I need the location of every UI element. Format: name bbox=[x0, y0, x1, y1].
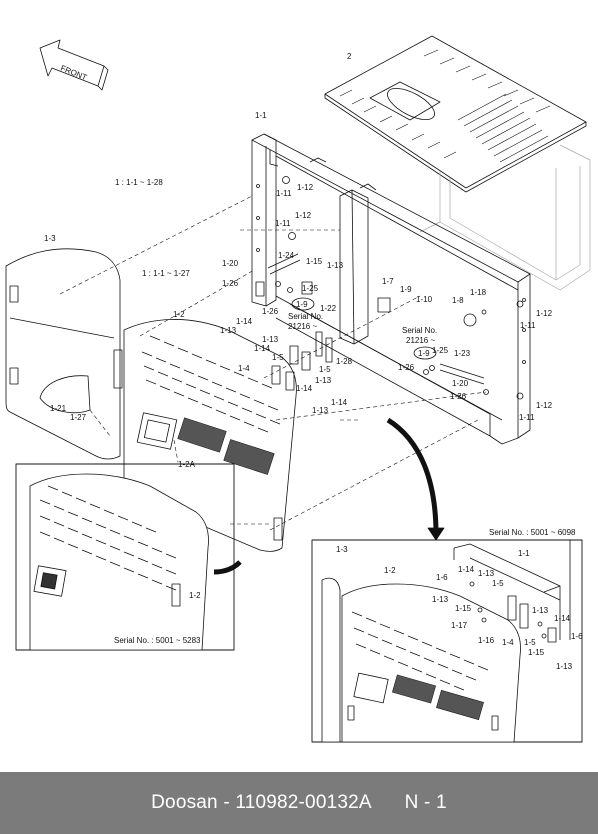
part-label: 1-13 bbox=[312, 406, 329, 415]
footer-spacer bbox=[372, 792, 405, 814]
part-label: 1-13 bbox=[327, 261, 344, 270]
serial-note: 1 : 1-1 ~ 1-27 bbox=[142, 269, 190, 278]
part-label: 1-13 bbox=[220, 326, 237, 335]
inset-arrow-left bbox=[213, 560, 242, 575]
part-label: 1-5 bbox=[272, 353, 284, 362]
part-labels: FRONT 1 : 1-1 ~ 1-28 1 : 1-1 ~ 1-27 Seri… bbox=[44, 52, 583, 671]
part-label: 1-6 bbox=[571, 632, 583, 641]
callout-circle bbox=[291, 297, 315, 311]
part-label: 1-14 bbox=[296, 384, 313, 393]
part-label: 1-14 bbox=[236, 317, 253, 326]
callout-circle bbox=[413, 346, 437, 360]
part-label: 1-4 bbox=[238, 364, 250, 373]
part-label: 1-5 bbox=[524, 638, 536, 647]
part-label: 1-21 bbox=[50, 404, 67, 413]
footer-part-number: 110982-00132A bbox=[235, 792, 372, 813]
inset-box-right bbox=[311, 539, 583, 743]
part-label: 1-13 bbox=[432, 595, 449, 604]
part-label: 1-13 bbox=[262, 335, 279, 344]
part-label: 1-14 bbox=[554, 614, 571, 623]
serial-note: Serial No. bbox=[402, 326, 437, 335]
callout-label: 1-9 bbox=[418, 349, 430, 358]
part-label: 1-2 bbox=[384, 566, 396, 575]
part-label: 1-4 bbox=[502, 638, 514, 647]
part-label: 2 bbox=[347, 52, 352, 61]
footer-page-label: N - 1 bbox=[404, 792, 447, 813]
inset-box-left bbox=[15, 463, 235, 651]
rear-frame-outline bbox=[419, 144, 591, 291]
part-label: 1-14 bbox=[331, 398, 348, 407]
arrow-head-icon bbox=[427, 527, 445, 541]
part-label: 1-2A bbox=[178, 460, 196, 469]
part-label: 1-12 bbox=[297, 183, 314, 192]
part-label: 1-11 bbox=[519, 413, 535, 422]
part-label: 1-13 bbox=[478, 569, 495, 578]
part-label: 1-16 bbox=[478, 636, 495, 645]
inset-arrow-right bbox=[386, 417, 439, 535]
part-label: 1-10 bbox=[416, 295, 433, 304]
part-label: 1-23 bbox=[454, 349, 471, 358]
part-label: 1-18 bbox=[470, 288, 487, 297]
part-label: 1-8 bbox=[452, 296, 464, 305]
part-label: 1-2 bbox=[173, 310, 185, 319]
part-label: 1-2 bbox=[189, 591, 201, 600]
latch-hardware bbox=[267, 176, 524, 400]
part-label: 1-12 bbox=[295, 211, 312, 220]
part-label: 1-9 bbox=[400, 285, 412, 294]
part-label: 1-13 bbox=[532, 606, 549, 615]
part-label: 1-11 bbox=[276, 189, 292, 198]
part-label: 1-12 bbox=[536, 401, 553, 410]
part-label: 1-15 bbox=[455, 604, 472, 613]
part-label: 1-25 bbox=[302, 284, 319, 293]
serial-note: 1 : 1-1 ~ 1-28 bbox=[115, 178, 163, 187]
part-label: 1-17 bbox=[451, 621, 468, 630]
part-label: 1-13 bbox=[556, 662, 573, 671]
part-label: 1-1 bbox=[518, 549, 530, 558]
part-label: 1-3 bbox=[44, 234, 56, 243]
part-label: 1-13 bbox=[315, 376, 332, 385]
callout-label: 1-9 bbox=[296, 300, 308, 309]
part-label: 1-5 bbox=[492, 579, 504, 588]
part-label: 1-12 bbox=[536, 309, 553, 318]
part-label: 1-14 bbox=[254, 344, 271, 353]
serial-note: Serial No. : 5001 ~ 6098 bbox=[489, 528, 576, 537]
part-label: 1-28 bbox=[336, 357, 353, 366]
footer-bar: Doosan - 110982-00132A N - 1 bbox=[0, 772, 598, 834]
part-label: 1-20 bbox=[222, 259, 239, 268]
part-label: 1-26 bbox=[222, 279, 239, 288]
serial-note: 21216 ~ bbox=[288, 322, 317, 331]
part-label: 1-3 bbox=[336, 545, 348, 554]
part-label: 1-26 bbox=[450, 392, 467, 401]
exploded-parts-drawing: FRONT 1 : 1-1 ~ 1-28 1 : 1-1 ~ 1-27 Seri… bbox=[5, 35, 591, 743]
part-label: 1-27 bbox=[70, 413, 87, 422]
leader-lines bbox=[59, 195, 487, 531]
top-cover-plate bbox=[324, 35, 587, 193]
part-label: 1-22 bbox=[320, 304, 337, 313]
main-frame bbox=[251, 133, 531, 445]
footer-brand: Doosan bbox=[151, 792, 218, 813]
part-label: 1-20 bbox=[452, 379, 469, 388]
part-label: 1-24 bbox=[278, 251, 295, 260]
serial-note: 21216 ~ bbox=[406, 336, 435, 345]
part-label: 1-26 bbox=[398, 363, 415, 372]
part-label: 1-1 bbox=[255, 111, 267, 120]
part-label: 1-14 bbox=[458, 565, 475, 574]
part-label: 1-5 bbox=[319, 365, 331, 374]
front-arrow-icon bbox=[39, 39, 109, 91]
part-label: 1-15 bbox=[528, 648, 545, 657]
part-label: 1-7 bbox=[382, 277, 394, 286]
part-label: 1-11 bbox=[275, 219, 291, 228]
serial-note: Serial No. bbox=[288, 312, 323, 321]
footer-separator: - bbox=[217, 792, 236, 813]
part-label: 1-11 bbox=[520, 321, 536, 330]
serial-note: Serial No. : 5001 ~ 5283 bbox=[114, 636, 201, 645]
part-label: 1-26 bbox=[262, 307, 279, 316]
part-label: 1-25 bbox=[432, 346, 449, 355]
part-label: 1-15 bbox=[306, 257, 323, 266]
left-side-panel bbox=[5, 248, 123, 460]
part-label: 1-6 bbox=[436, 573, 448, 582]
